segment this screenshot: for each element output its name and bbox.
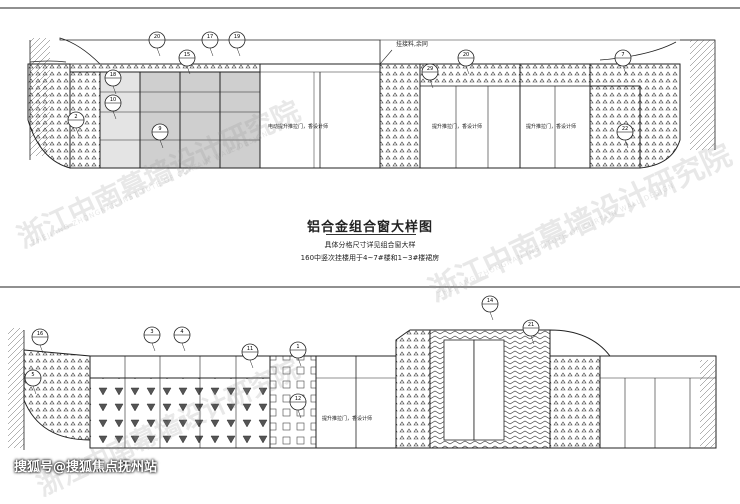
detail-number: 21 xyxy=(528,322,534,328)
detail-number: 1 xyxy=(296,344,299,350)
detail-number: 29 xyxy=(427,66,433,72)
detail-leader xyxy=(489,311,494,321)
detail-leader xyxy=(186,65,191,75)
detail-number: 3 xyxy=(150,329,153,335)
panel-note: 提升推拉门，香设计师 xyxy=(322,415,372,422)
detail-leader xyxy=(209,47,214,57)
detail-leader xyxy=(236,47,241,57)
detail-leader xyxy=(429,79,434,89)
detail-leader xyxy=(181,342,186,352)
drawing-subtitle: 具体分格尺寸详见组合窗大样 xyxy=(324,241,416,249)
detail-number: 4 xyxy=(180,329,183,335)
detail-leader xyxy=(112,85,117,95)
detail-number: 19 xyxy=(234,34,240,40)
detail-leader xyxy=(112,110,117,120)
top-elevation xyxy=(0,7,740,169)
drawing-note: 160中竖次挂楼用于4~7#楼和1~3#楼裙房 xyxy=(300,254,440,262)
detail-number: 5 xyxy=(31,372,34,378)
detail-leader xyxy=(75,127,80,137)
detail-number: 20 xyxy=(463,52,469,58)
detail-number: 17 xyxy=(207,34,213,40)
detail-leader xyxy=(156,47,161,57)
detail-leader xyxy=(151,342,156,352)
detail-number: 12 xyxy=(295,396,301,402)
drawing-title: 铝合金组合窗大样图 xyxy=(306,220,433,235)
detail-leader xyxy=(297,357,302,367)
detail-leader xyxy=(465,65,470,75)
source-credit: 搜狐号@搜狐焦点抚州站 xyxy=(14,460,158,475)
panel-note: 提升推拉门，香设计师 xyxy=(432,123,482,130)
detail-number: 15 xyxy=(184,52,190,58)
detail-number: 16 xyxy=(37,331,43,337)
detail-number: 11 xyxy=(247,346,253,352)
title-underline xyxy=(326,234,416,235)
detail-leader xyxy=(624,139,629,149)
detail-number: 18 xyxy=(110,72,116,78)
detail-number: 10 xyxy=(110,97,116,103)
detail-number: 7 xyxy=(621,52,624,58)
detail-leader xyxy=(530,335,535,345)
detail-leader xyxy=(159,139,164,149)
detail-number: 14 xyxy=(487,298,493,304)
detail-number: 9 xyxy=(158,126,161,132)
detail-leader xyxy=(297,409,302,419)
detail-leader xyxy=(249,359,254,369)
detail-leader xyxy=(622,65,627,75)
callout-label: 挂接料,余同 xyxy=(396,40,428,48)
panel-note: 提升推拉门，香设计师 xyxy=(526,123,576,130)
detail-leader xyxy=(32,385,37,395)
detail-number: 2 xyxy=(74,114,77,120)
bottom-elevation xyxy=(0,286,740,450)
panel-note: 电动提升推拉门，香设计师 xyxy=(268,123,328,130)
detail-number: 22 xyxy=(622,126,628,132)
detail-leader xyxy=(39,344,44,354)
detail-number: 20 xyxy=(154,34,160,40)
